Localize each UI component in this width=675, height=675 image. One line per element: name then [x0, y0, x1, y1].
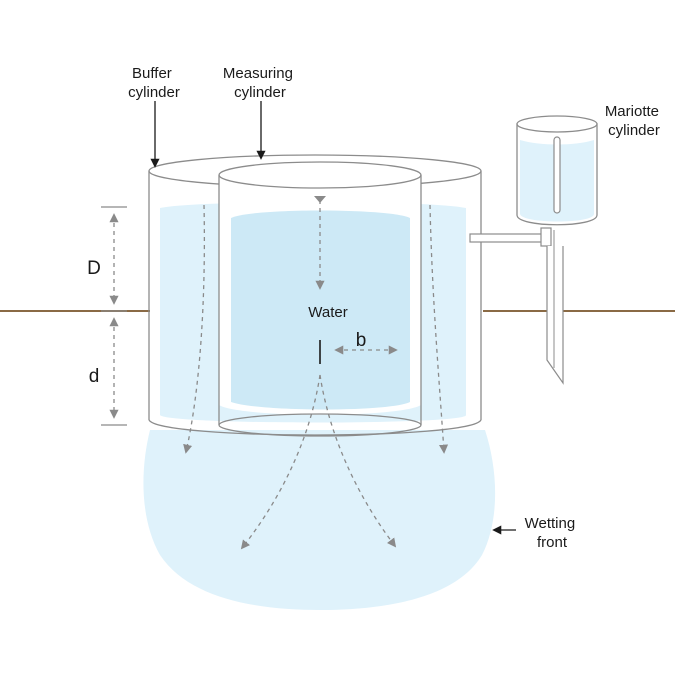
depth-D-label: D: [87, 258, 101, 279]
flow-arrow-right-buffer: [429, 204, 449, 454]
buffer-cylinder-label: Buffer cylinder: [128, 65, 180, 101]
measuring-cylinder-label: Measuring cylinder: [223, 65, 297, 101]
flow-arrow-left-buffer: [183, 204, 206, 454]
measuring-water: [231, 210, 410, 410]
buffer-cylinder: [148, 154, 482, 436]
label-pointers: [150, 101, 516, 535]
spread-b-label: b: [356, 330, 367, 351]
depth-dimension: [101, 206, 127, 426]
flow-arrow-bulb-right: [319, 374, 397, 548]
wetting-front-region: [143, 430, 496, 610]
flow-arrows: [183, 200, 449, 550]
water-label: Water: [308, 304, 347, 321]
measuring-cylinder: [218, 161, 422, 437]
flow-arrow-bulb-left: [240, 374, 321, 550]
mariotte-cylinder: [469, 115, 598, 385]
mariotte-cylinder-label: Mariotte cylinder: [605, 103, 663, 139]
depth-d-label: d: [89, 366, 100, 387]
flow-arrow-top-head: [314, 196, 326, 203]
wetting-front-label: Wetting front: [525, 515, 580, 551]
